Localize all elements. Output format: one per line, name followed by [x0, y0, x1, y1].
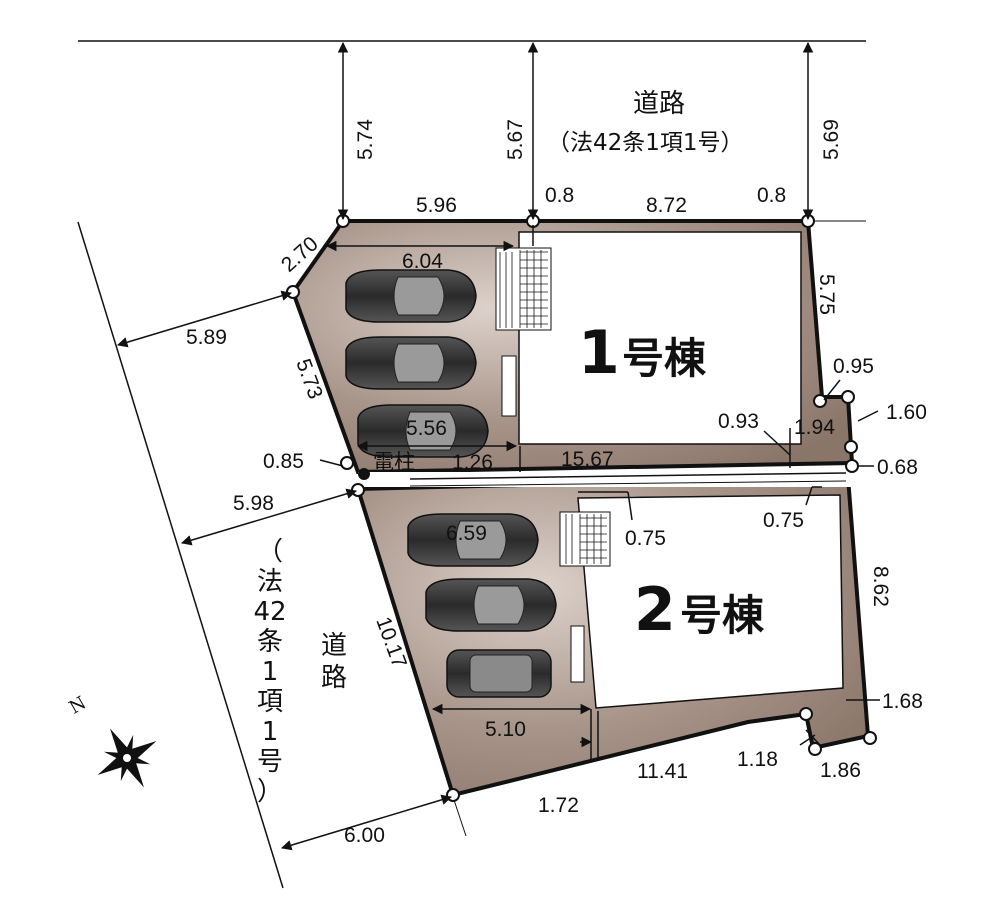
- dim-top-left-seg: 5.96: [416, 194, 457, 217]
- dim-notch-a: 0.95: [833, 355, 874, 378]
- utility-pole: [358, 468, 370, 480]
- compass-icon: [97, 728, 157, 788]
- dim-west-road2: 5.98: [233, 492, 274, 515]
- dim-pole-offset: 0.85: [263, 450, 304, 473]
- car-6: [446, 649, 552, 698]
- compass-north-label: N: [66, 692, 90, 718]
- building-1-step: [501, 355, 517, 417]
- car-2: [345, 336, 477, 390]
- building-2-porch: [559, 511, 611, 567]
- dim-top-gap-right: 0.8: [757, 184, 786, 207]
- dim-parking1-width: 6.04: [402, 250, 443, 273]
- dim-setback-b: 0.75: [763, 509, 804, 532]
- dim-bottom-seg: 11.41: [637, 760, 688, 783]
- dim-corner-b: 1.18: [737, 748, 778, 771]
- building-1-porch-grid: [499, 250, 548, 328]
- west-road-line: [77, 221, 284, 889]
- dim-west-road3: 6.00: [344, 824, 385, 847]
- dim-road-top-right: 5.69: [820, 119, 843, 160]
- building-2-step: [570, 625, 585, 683]
- dim-east-upper: 5.75: [815, 274, 838, 315]
- dim-road-top-mid: 5.67: [504, 119, 527, 160]
- lot-divider: [358, 472, 852, 487]
- west-road-name: 道路: [321, 631, 347, 693]
- dim-notch-d: 1.94: [794, 416, 835, 439]
- building-1-label: 号棟: [622, 334, 707, 383]
- dim-west-road1: 5.89: [186, 326, 227, 349]
- dim-bottom-small: 1.72: [538, 794, 579, 817]
- dim-notch-b: 1.60: [886, 401, 927, 424]
- dim-top-gap-left: 0.8: [545, 184, 574, 207]
- dim-parking2-lower: 5.10: [485, 718, 526, 741]
- dim-notch-c: 0.93: [718, 410, 759, 433]
- dim-setback-a: 0.75: [625, 527, 666, 550]
- building-1-number: 1: [578, 318, 620, 388]
- building-2: [577, 494, 844, 709]
- dim-notch-e: 0.68: [877, 456, 918, 479]
- north-road-type: （法42条1項1号）: [547, 130, 744, 156]
- dim-east-lower: 8.62: [869, 566, 892, 607]
- dimension-lines: [116, 41, 880, 851]
- utility-pole-label: 電柱: [373, 450, 415, 474]
- building-2-label: 号棟: [680, 591, 765, 640]
- dim-road-top-left: 5.74: [354, 119, 377, 160]
- building-2-porch-grid: [565, 514, 607, 564]
- car-1: [345, 269, 477, 323]
- dim-corner-c: 1.86: [820, 759, 861, 782]
- dim-top-mid-seg: 8.72: [646, 194, 687, 217]
- car-4: [407, 513, 539, 567]
- building-2-number: 2: [634, 575, 676, 645]
- building-1: [518, 231, 802, 445]
- dim-pole-gap: 1.26: [452, 451, 493, 474]
- dim-parking1-lower: 5.56: [406, 417, 447, 440]
- north-road-name: 道路: [633, 89, 685, 119]
- dim-divider-len: 15.67: [561, 448, 614, 471]
- dim-corner-a: 1.68: [882, 690, 923, 713]
- car-5: [425, 578, 557, 632]
- dim-parking2-width: 6.59: [446, 522, 487, 545]
